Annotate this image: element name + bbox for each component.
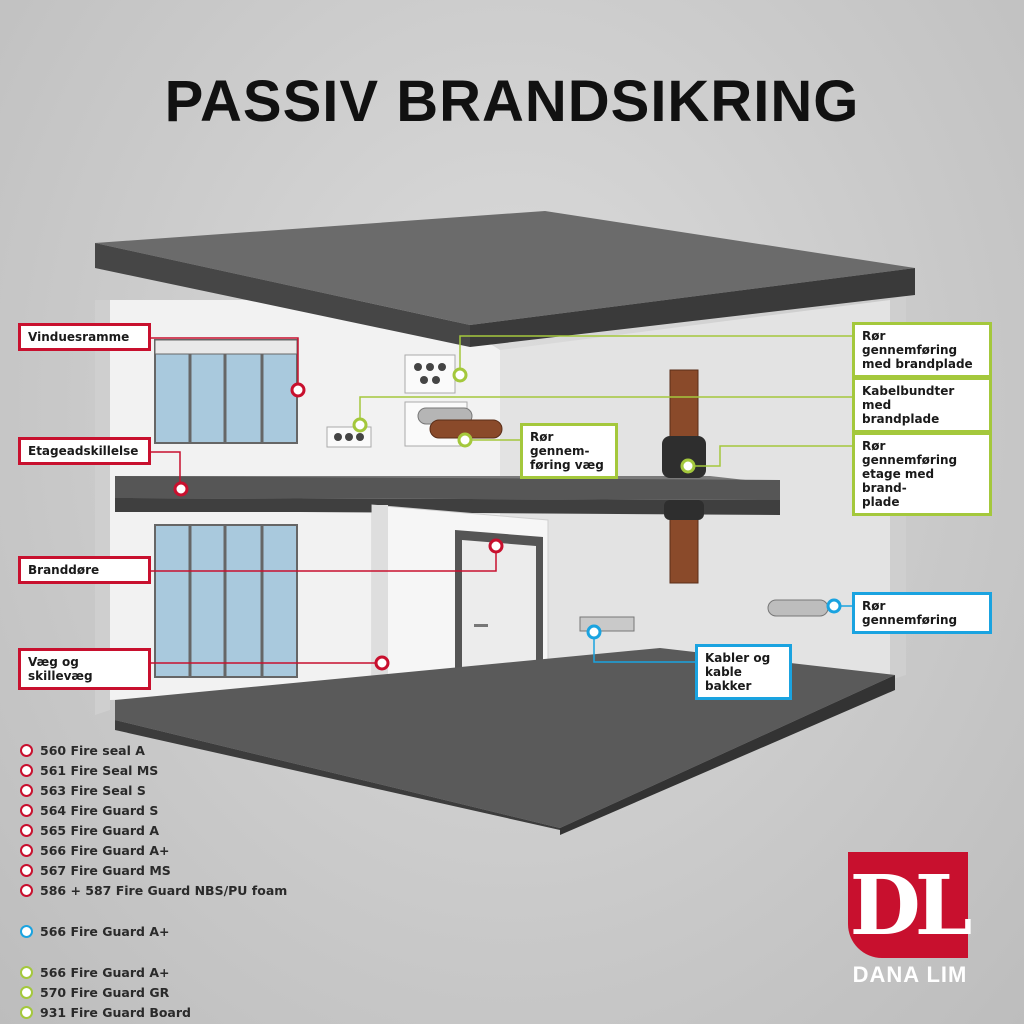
marker-ror-gennemforing xyxy=(826,598,842,614)
leader-branddore xyxy=(150,547,497,572)
legend-item: 563 Fire Seal S xyxy=(20,780,287,800)
pipe-lower-right xyxy=(767,599,829,617)
callout-ror-gennemforing: Rør gennemføring xyxy=(852,592,992,634)
legend-dot-red xyxy=(20,843,33,857)
legend-item: 566 Fire Guard A+ xyxy=(20,840,287,860)
left-wall-edge xyxy=(95,300,110,715)
leader-etageadskillelse xyxy=(150,451,181,488)
marker-vaeg xyxy=(374,655,390,671)
marker-ror-brandplade xyxy=(452,367,468,383)
roof-slab-top xyxy=(95,211,915,325)
leader-kabler xyxy=(593,633,697,663)
marker-kabelbundter xyxy=(352,417,368,433)
logo-mark: DL xyxy=(848,852,972,958)
callout-kabelbundter: Kabelbundter med brandplade xyxy=(852,377,992,433)
legend-item: 565 Fire Guard A xyxy=(20,820,287,840)
roof-slab-front-right xyxy=(470,268,915,347)
callout-vaeg-skillevaeg: Væg og skillevæg xyxy=(18,648,151,690)
legend-item: 560 Fire seal A xyxy=(20,740,287,760)
marker-vinduesramme xyxy=(290,382,306,398)
legend-item: 586 + 587 Fire Guard NBS/PU foam xyxy=(20,880,287,900)
legend-item: 931 Fire Guard Board xyxy=(20,1002,287,1022)
legend-dot-green xyxy=(20,1005,33,1019)
legend-dot-green xyxy=(20,985,33,999)
legend-item: 564 Fire Guard S xyxy=(20,800,287,820)
leader-kabelbundter xyxy=(359,396,853,425)
callout-etageadskillelse: Etageadskillelse xyxy=(18,437,151,465)
leader-vinduesramme xyxy=(150,337,299,388)
roof-slab-front-left xyxy=(95,243,470,347)
legend-item: 567 Fire Guard MS xyxy=(20,860,287,880)
callout-ror-etage: Rør gennemføring etage med brand- plade xyxy=(852,432,992,516)
floor-slab xyxy=(115,476,780,500)
marker-etageadskillelse xyxy=(173,481,189,497)
legend-dot-red xyxy=(20,763,33,777)
callout-ror-vaeg: Rør gennem- føring væg xyxy=(520,423,618,479)
callout-vinduesramme: Vinduesramme xyxy=(18,323,151,351)
marker-ror-etage xyxy=(680,458,696,474)
legend-item: 566 Fire Guard A+ xyxy=(20,962,287,982)
leader-ror-brandplade xyxy=(459,335,853,375)
legend-item: 566 Fire Guard A+ xyxy=(20,921,287,941)
dana-lim-logo: DL DANA LIM xyxy=(848,852,972,988)
legend-dot-blue xyxy=(20,924,33,938)
legend-dot-green xyxy=(20,965,33,979)
callout-ror-brandplade: Rør gennemføring med brandplade xyxy=(852,322,992,378)
legend-dot-red xyxy=(20,783,33,797)
callout-kabler: Kabler og kable bakker xyxy=(695,644,792,700)
legend-dot-red xyxy=(20,743,33,757)
legend-item: 561 Fire Seal MS xyxy=(20,760,287,780)
legend-dot-red xyxy=(20,863,33,877)
callout-branddore: Branddøre xyxy=(18,556,151,584)
legend-dot-red xyxy=(20,803,33,817)
leader-ror-etage xyxy=(688,445,853,467)
page-title: PASSIV BRANDSIKRING xyxy=(164,69,860,134)
ground-slab-front xyxy=(115,720,560,830)
marker-ror-vaeg xyxy=(457,432,473,448)
legend-dot-red xyxy=(20,883,33,897)
marker-kabler xyxy=(586,624,602,640)
legend-item: 570 Fire Guard GR xyxy=(20,982,287,1002)
marker-branddore xyxy=(488,538,504,554)
pipe-plate-upper xyxy=(404,354,456,394)
copper-riser-bottom xyxy=(669,514,699,584)
legend-dot-red xyxy=(20,823,33,837)
product-legend: 560 Fire seal A 561 Fire Seal MS 563 Fir… xyxy=(20,740,287,1022)
logo-wordmark: DANA LIM xyxy=(852,962,968,987)
